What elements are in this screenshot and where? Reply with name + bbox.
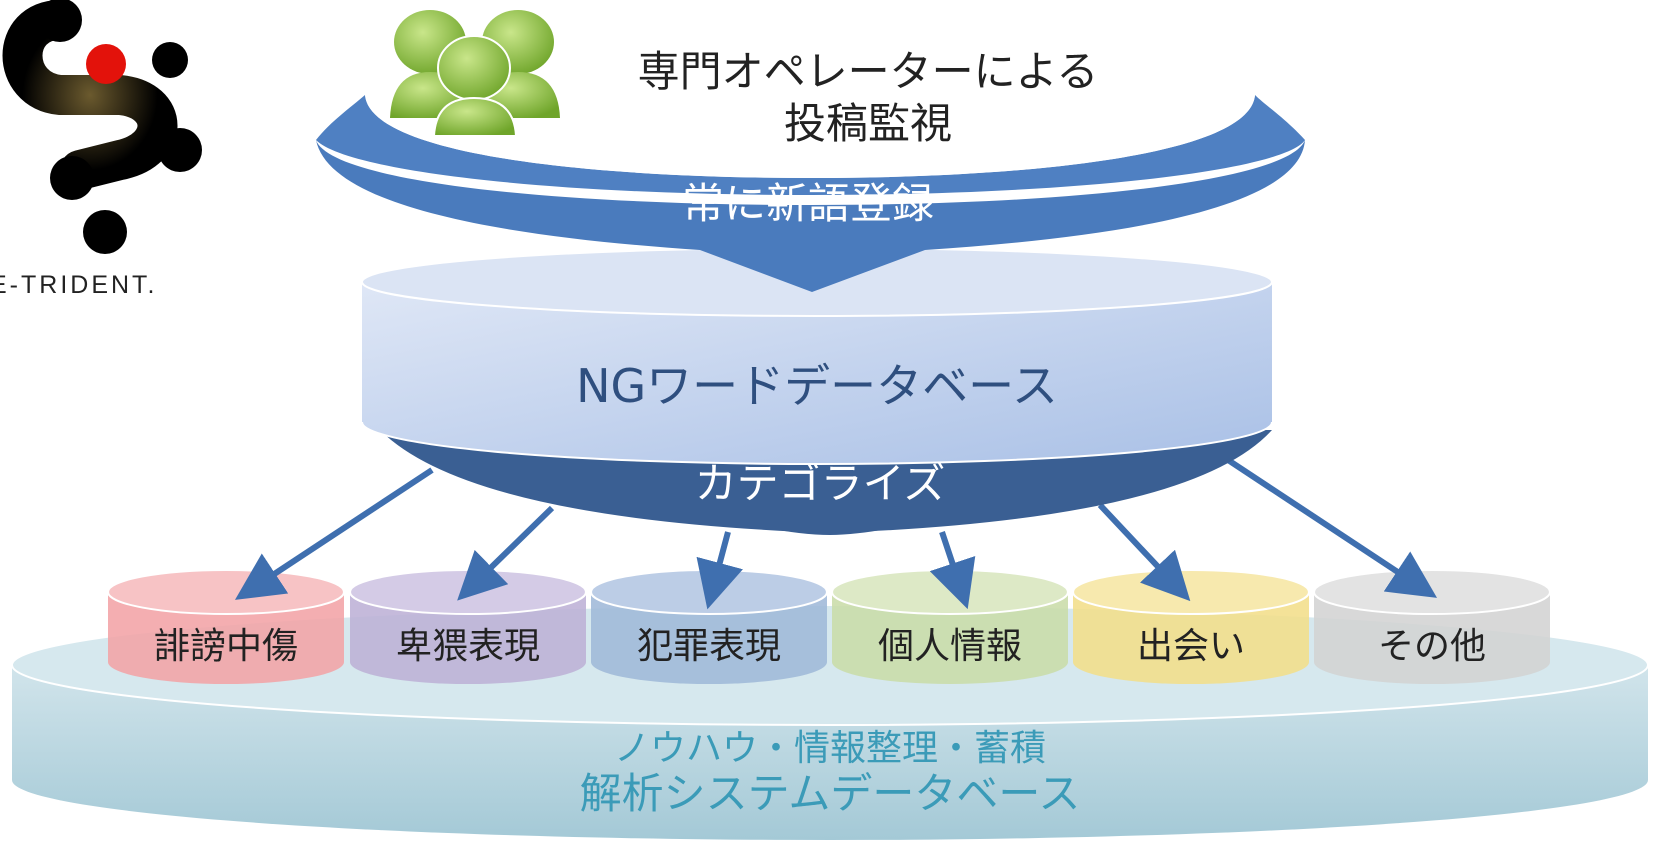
category-label: その他 (1378, 626, 1486, 667)
categorize-label: カテゴライズ (695, 459, 946, 508)
category-cylinders: 誹謗中傷 卑猥表現 犯罪表現 個人情報 出会い その他 (107, 569, 1551, 684)
category-cylinder: 卑猥表現 (349, 569, 587, 684)
title-line1: 専門オペレーターによる (638, 47, 1099, 96)
top-bowl: 常に新語登録 (316, 95, 1305, 292)
logo-text: E-TRIDENT. (0, 271, 158, 299)
base-line1: ノウハウ・情報整理・蓄積 (614, 728, 1046, 769)
arrow-to-category-4 (929, 531, 976, 610)
category-cylinder: 犯罪表現 (590, 569, 828, 684)
arrow-to-category-3 (696, 531, 743, 610)
category-arrows (234, 455, 1438, 610)
ng-database-label: NGワードデータベース (576, 359, 1058, 413)
title-line2: 投稿監視 (784, 99, 952, 148)
category-cylinder: 誹謗中傷 (107, 569, 345, 684)
e-trident-logo: E-TRIDENT. (0, 0, 202, 299)
arrow-to-category-2 (457, 505, 555, 601)
category-label: 犯罪表現 (637, 626, 781, 667)
arrow-to-category-6 (1223, 455, 1438, 598)
operators-people-icon (390, 10, 560, 137)
category-label: 卑猥表現 (396, 626, 540, 667)
bowl-label: 常に新語登録 (682, 179, 934, 228)
arrow-to-category-1 (234, 467, 434, 600)
category-cylinder: 出会い (1072, 569, 1310, 684)
category-cylinder: 個人情報 (831, 569, 1069, 684)
base-line2: 解析システムデータベース (580, 769, 1081, 818)
logo-mark-icon (2, 0, 178, 190)
category-label: 個人情報 (878, 626, 1022, 667)
category-label: 誹謗中傷 (154, 626, 298, 667)
logo-red-dot-icon (86, 44, 126, 84)
category-cylinder: その他 (1313, 569, 1551, 684)
arrow-to-category-5 (1097, 502, 1191, 602)
category-label: 出会い (1137, 626, 1245, 667)
